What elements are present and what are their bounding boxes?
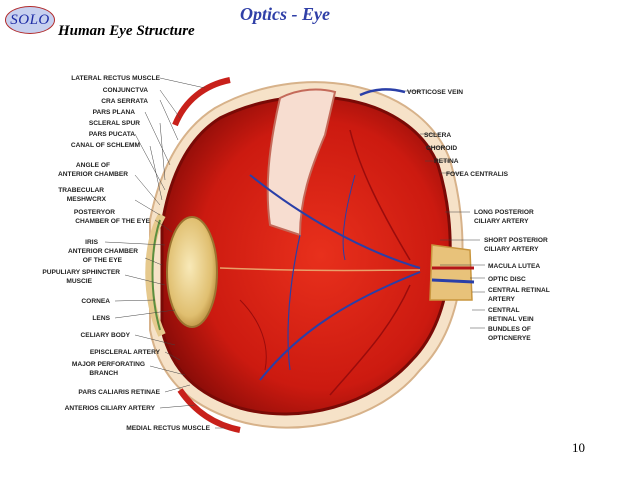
label-ciliary-artery: CILIARY ARTERY bbox=[474, 218, 529, 225]
choroid-retina-body bbox=[160, 88, 452, 416]
vorticose-vein bbox=[359, 88, 406, 97]
label-central: CENTRAL bbox=[488, 307, 520, 314]
label-optic-disc: OPTIC DISC bbox=[488, 276, 526, 283]
label-cornea: CORNEA bbox=[81, 298, 110, 305]
slide-title: Optics - Eye bbox=[240, 4, 330, 24]
leader-lines bbox=[104, 77, 485, 429]
label-anterior-ciliary-artery: ANTERIOS CILIARY ARTERY bbox=[65, 405, 156, 412]
label-medial-rectus-muscle: MEDIAL RECTUS MUSCLE bbox=[126, 425, 210, 432]
lens bbox=[166, 216, 218, 328]
label-scleral-spur: SCLERAL SPUR bbox=[89, 120, 140, 127]
label-iris: IRIS bbox=[85, 239, 98, 246]
label-choroid: CHOROID bbox=[426, 145, 457, 152]
solo-badge-text: SOLO bbox=[10, 11, 50, 28]
label-muscle: MUSCIE bbox=[66, 278, 92, 285]
label-pupillary-sphincter: PUPULIARY SPHINCTER bbox=[42, 269, 120, 276]
medial-rectus-muscle bbox=[177, 388, 241, 433]
label-conjunctiva: CONJUNCTVA bbox=[103, 87, 149, 94]
label-of-the-eye: OF THE EYE bbox=[83, 257, 123, 264]
label-sclera: SCLERA bbox=[424, 132, 451, 139]
label-lateral-rectus-muscle: LATERAL RECTUS MUSCLE bbox=[71, 75, 160, 82]
label-ora-serrata: CRA SERRATA bbox=[101, 98, 148, 105]
label-anterior-chamber: ANTERIOR CHAMBER bbox=[58, 171, 128, 178]
solo-badge: SOLO bbox=[5, 6, 55, 34]
label-pars-ciliaris-retinae: PARS CALIARIS RETINAE bbox=[78, 389, 160, 396]
label-retina: RETINA bbox=[434, 158, 459, 165]
label-central-retinal: CENTRAL RETINAL bbox=[488, 287, 550, 294]
label-ciliary-artery-2: CILIARY ARTERY bbox=[484, 246, 539, 253]
label-angle-of: ANGLE OF bbox=[76, 162, 110, 169]
optic-nerve bbox=[429, 244, 475, 301]
label-meshwork: MESHWCRX bbox=[67, 196, 107, 203]
label-bundles-of: BUNDLES OF bbox=[488, 326, 531, 333]
lateral-rectus-muscle bbox=[172, 77, 231, 127]
label-ciliary-body: CELIARY BODY bbox=[81, 332, 131, 339]
label-vorticose-vein: VORTICOSE VEIN bbox=[407, 89, 463, 96]
label-canal-of-schlemm: CANAL OF SCHLEMM bbox=[71, 142, 141, 149]
label-artery: ARTERY bbox=[488, 296, 515, 303]
cornea bbox=[145, 213, 166, 337]
label-lens: LENS bbox=[92, 315, 110, 322]
label-major-perforating: MAJOR PERFORATING bbox=[72, 361, 145, 368]
label-fovea-centralis: FOVEA CENTRALIS bbox=[446, 171, 509, 178]
label-pars-plicata: PARS PUCATA bbox=[89, 131, 135, 138]
slide-subtitle: Human Eye Structure bbox=[58, 23, 195, 39]
label-episcleral-artery: EPISCLERAL ARTERY bbox=[90, 349, 161, 356]
label-macula-lutea: MACULA LUTEA bbox=[488, 263, 540, 270]
label-pars-plana: PARS PLANA bbox=[93, 109, 136, 116]
label-anterior-chamber-2: ANTERIOR CHAMBER bbox=[68, 248, 138, 255]
label-long-posterior: LONG POSTERIOR bbox=[474, 209, 534, 216]
label-short-posterior: SHORT POSTERIOR bbox=[484, 237, 548, 244]
label-optic-nerve: OPTICNERYE bbox=[488, 335, 531, 342]
label-retinal-vein: RETINAL VEIN bbox=[488, 316, 534, 323]
label-branch: BRANCH bbox=[89, 370, 118, 377]
label-chamber-of-the-eye: CHAMBER OF THE EYE bbox=[75, 218, 150, 225]
label-trabecular: TRABECULAR bbox=[58, 187, 104, 194]
label-posterior: POSTERYOR bbox=[74, 209, 115, 216]
page-number: 10 bbox=[572, 440, 585, 455]
